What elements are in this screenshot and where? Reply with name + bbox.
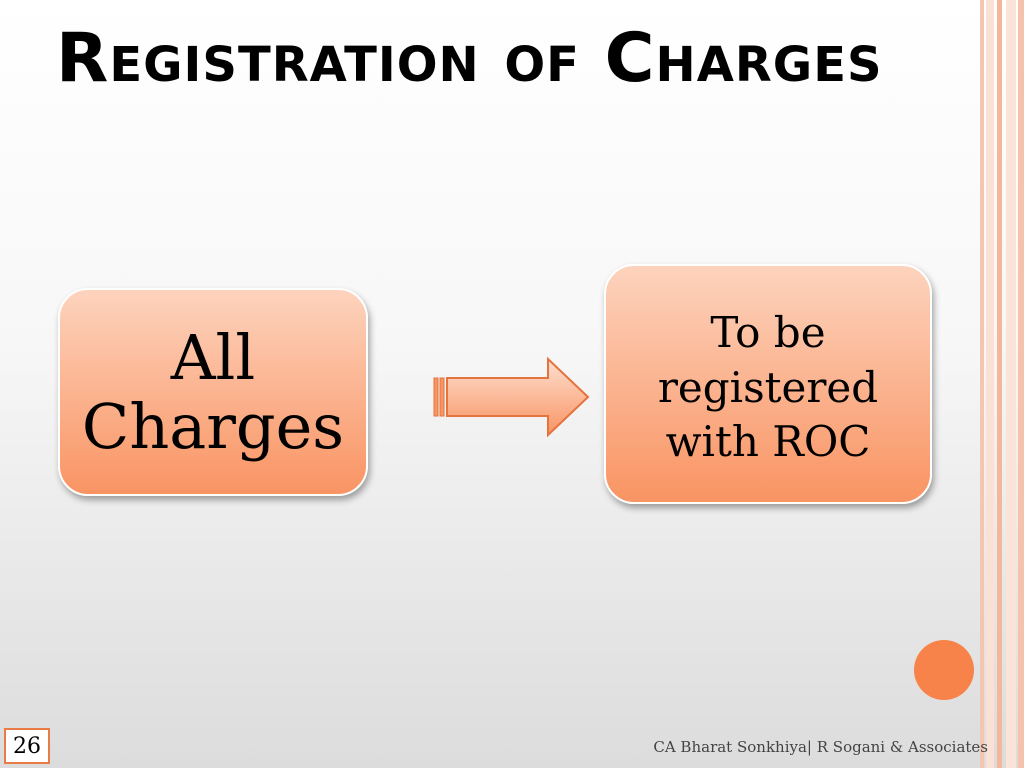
arrow-tail-bar: [433, 377, 439, 417]
source-line: Charges: [81, 390, 345, 463]
target-box: To be registered with ROC: [604, 264, 932, 504]
target-line: To be: [710, 308, 826, 357]
stripe: [997, 0, 1002, 768]
decorative-stripes: [978, 0, 1024, 768]
arrow-tail-bar: [439, 377, 445, 417]
stripe: [1018, 0, 1024, 768]
target-box-text: To be registered with ROC: [658, 306, 878, 470]
source-box: All Charges: [58, 288, 368, 496]
stripe: [1006, 0, 1016, 768]
target-line: with ROC: [665, 417, 871, 467]
flow-arrow: [433, 356, 590, 438]
target-line: registered: [657, 362, 879, 412]
source-line: All: [170, 320, 256, 394]
stripe: [980, 0, 984, 768]
page-number: 26: [4, 728, 50, 764]
source-box-text: All Charges: [81, 320, 345, 463]
stripe: [986, 0, 994, 768]
slide-title: Registration of Charges: [56, 19, 883, 98]
decorative-dot: [914, 640, 974, 700]
footer-credit: CA Bharat Sonkhiya| R Sogani & Associate…: [653, 738, 988, 756]
arrow-body: [446, 356, 590, 438]
